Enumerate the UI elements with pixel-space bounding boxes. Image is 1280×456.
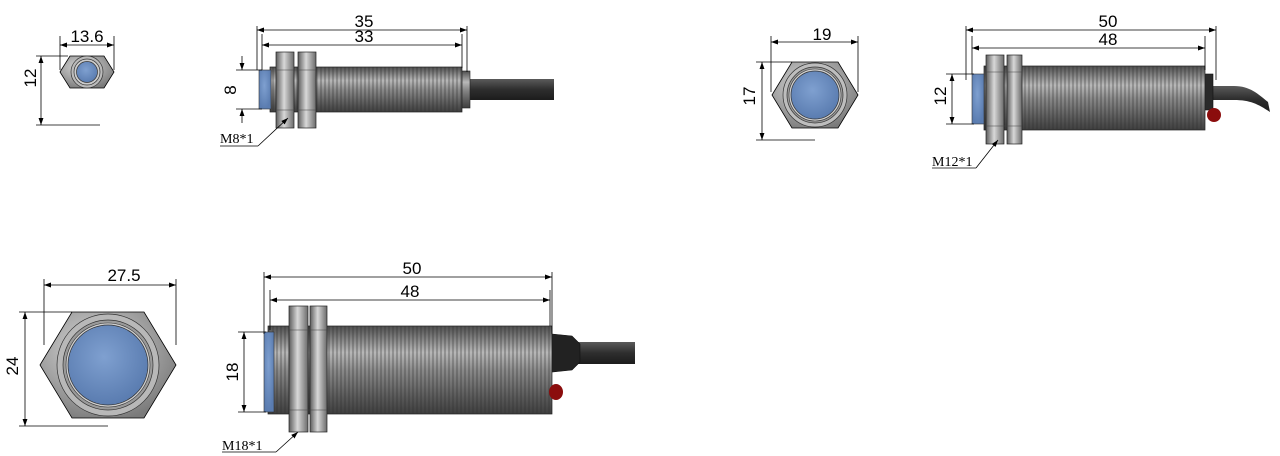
m8-body-length-label: 33 <box>355 27 374 46</box>
m8-nut-1 <box>275 51 295 129</box>
m12-thread-spec-label: M12*1 <box>932 155 972 170</box>
m8-overall-length-label: 35 <box>355 12 374 31</box>
m8-front-height-label: 12 <box>21 69 40 88</box>
m18-nut-2 <box>309 305 328 433</box>
m8-face-diameter-label: 8 <box>221 85 240 94</box>
m8-nut-2 <box>297 51 317 129</box>
m18-sensing-face-side <box>263 331 275 413</box>
m12-front-width-label: 19 <box>813 25 832 44</box>
m8-sensing-face-side <box>258 69 272 110</box>
m12-front-view: 19 17 <box>740 25 859 141</box>
m12-hex-nut-front <box>771 61 859 129</box>
m8-hex-nut-front <box>59 55 115 89</box>
m18-body-length-label: 48 <box>401 282 420 301</box>
m18-sensing-face <box>67 324 149 406</box>
m18-cable <box>578 342 635 364</box>
m18-front-view: 27.5 24 <box>3 266 177 427</box>
m12-cable <box>1208 86 1270 112</box>
m8-thread-spec-label: M8*1 <box>220 132 253 147</box>
m12-nut-1 <box>985 54 1005 145</box>
m18-thread-spec-label: M18*1 <box>222 439 262 454</box>
m18-front-height-label: 24 <box>3 357 22 376</box>
m18-side-view: 50 48 18 M18*1 <box>222 259 635 454</box>
m12-sensing-face-side <box>971 73 985 125</box>
m18-front-width-label: 27.5 <box>107 266 140 285</box>
m12-sensing-face <box>790 70 840 120</box>
m12-led-indicator <box>1207 108 1221 122</box>
m12-face-diameter-label: 12 <box>931 87 950 106</box>
m12-nut-2 <box>1006 54 1023 145</box>
m8-front-width-label: 13.6 <box>70 27 103 46</box>
m12-side-view: 50 48 12 M12*1 <box>931 12 1270 170</box>
m18-hex-nut-front <box>39 311 177 419</box>
m12-front-height-label: 17 <box>740 87 759 106</box>
m12-overall-length-label: 50 <box>1099 12 1118 31</box>
m8-front-view: 13.6 12 <box>21 27 115 126</box>
m8-sensing-face <box>76 61 98 83</box>
m18-nut-1 <box>288 305 309 433</box>
m18-led-indicator <box>549 384 563 400</box>
m12-body-length-label: 48 <box>1099 30 1118 49</box>
m8-cable <box>466 79 554 100</box>
m18-overall-length-label: 50 <box>403 259 422 278</box>
m18-face-diameter-label: 18 <box>223 363 242 382</box>
m8-side-view: 35 33 8 M8*1 <box>220 12 554 147</box>
